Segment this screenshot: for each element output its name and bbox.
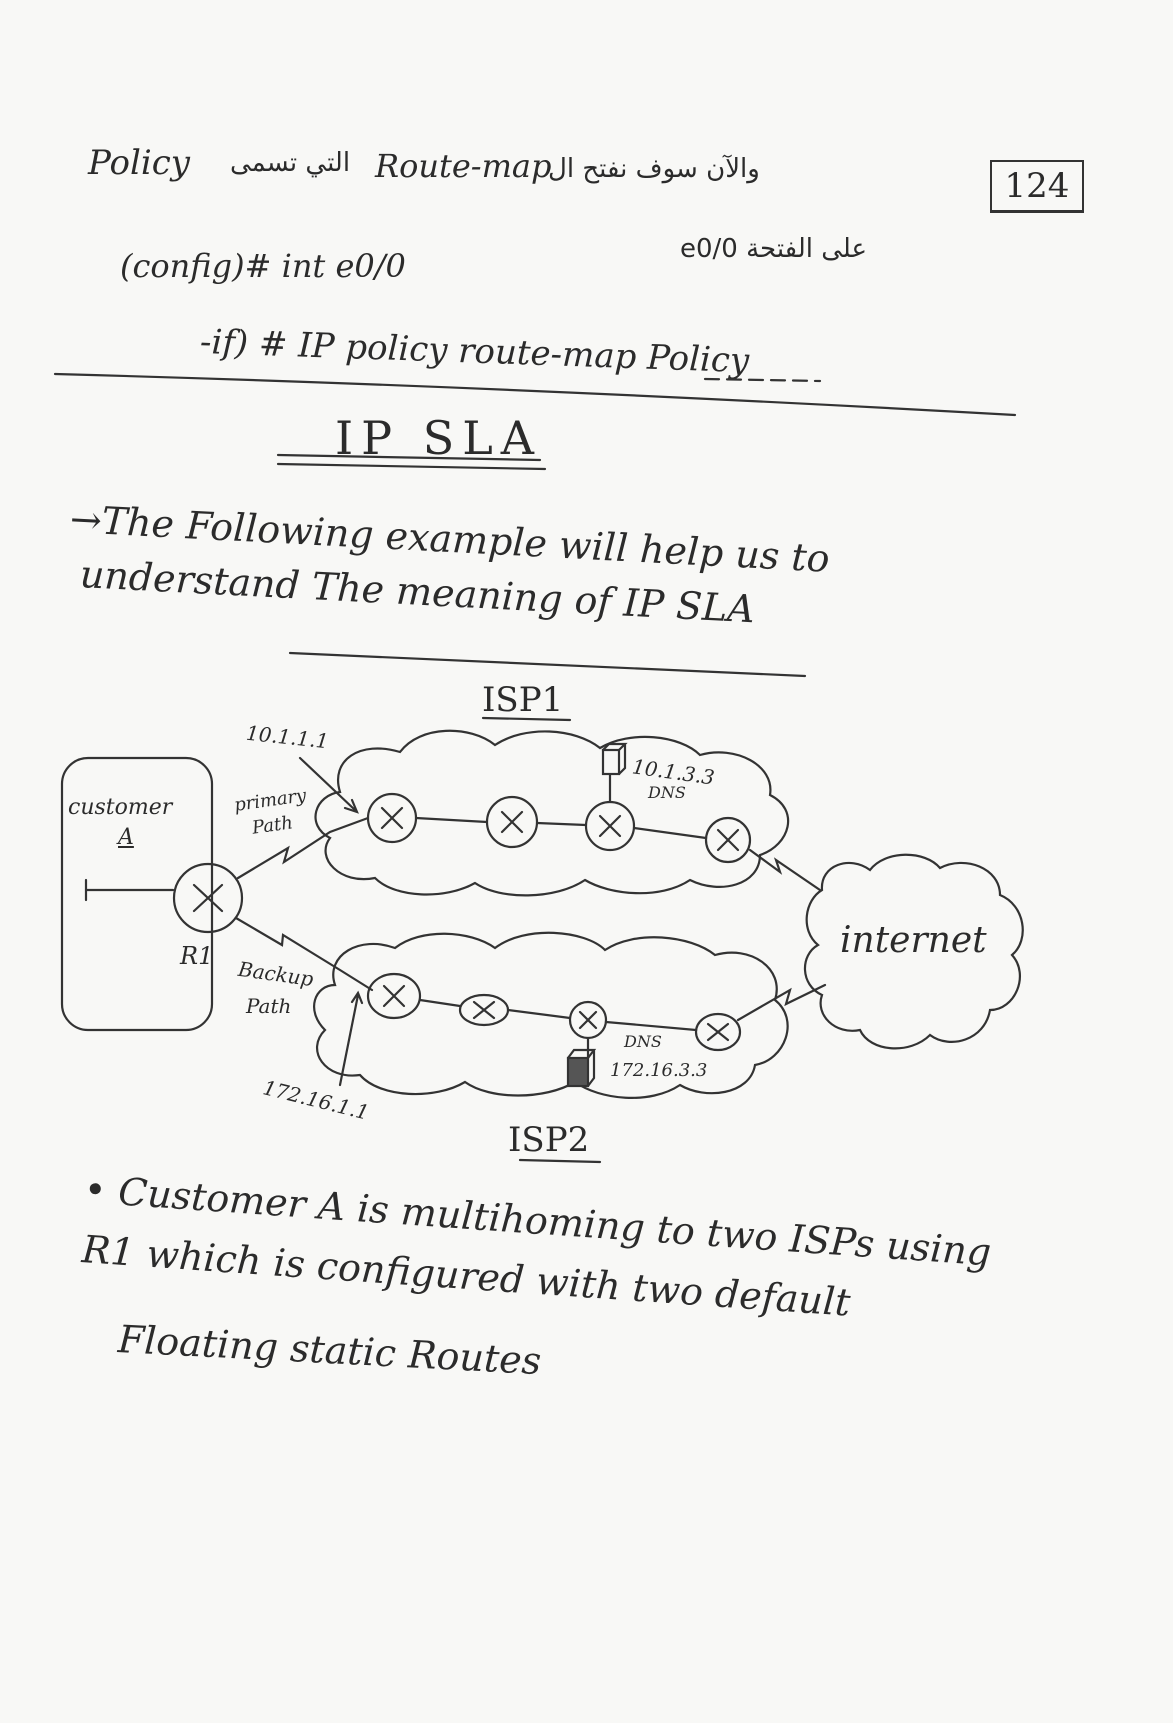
isp1-underline (481, 716, 572, 722)
policy-word: Policy (88, 143, 190, 183)
page-number-box: 124 (990, 160, 1084, 213)
title-underline-2 (276, 462, 547, 471)
internet-label: internet (840, 920, 987, 961)
isp2-underline (518, 1158, 602, 1164)
intro-underline (288, 651, 807, 678)
router-label: R1 (180, 942, 214, 970)
section-title: IP SLA (335, 411, 543, 465)
arabic-interface-text: على الفتحة e0/0 (680, 234, 868, 264)
isp2-cloud (313, 931, 789, 1100)
dns1-label: DNS (648, 783, 686, 802)
r1-router (172, 862, 244, 934)
arabic-text-2: والآن سوف نفتح ال (548, 154, 760, 184)
arabic-text-1: التي تسمى (230, 148, 351, 178)
title-underline-1 (276, 453, 542, 462)
dns2-ip-label: 172.16.3.3 (610, 1060, 708, 1081)
backup-link (234, 916, 374, 992)
page-number: 124 (1004, 166, 1070, 206)
dns2-server (566, 1056, 590, 1088)
backup-path-label: Path (246, 994, 292, 1018)
config-command-1: (config)# int e0/0 (120, 247, 406, 285)
rule-top (53, 372, 1017, 417)
policy-underline (703, 377, 822, 383)
isp1-cloud (314, 729, 790, 897)
primary-link (236, 816, 370, 880)
isp2-label: ISP2 (508, 1120, 590, 1160)
customer-letter: A (118, 825, 134, 850)
route-map-word: Route-map (375, 147, 552, 185)
isp1-label: ISP1 (482, 680, 564, 720)
internet-cloud (803, 853, 1024, 1050)
dns1-server (601, 748, 621, 776)
dns2-label: DNS (624, 1032, 662, 1051)
customer-label: customer (68, 795, 173, 820)
